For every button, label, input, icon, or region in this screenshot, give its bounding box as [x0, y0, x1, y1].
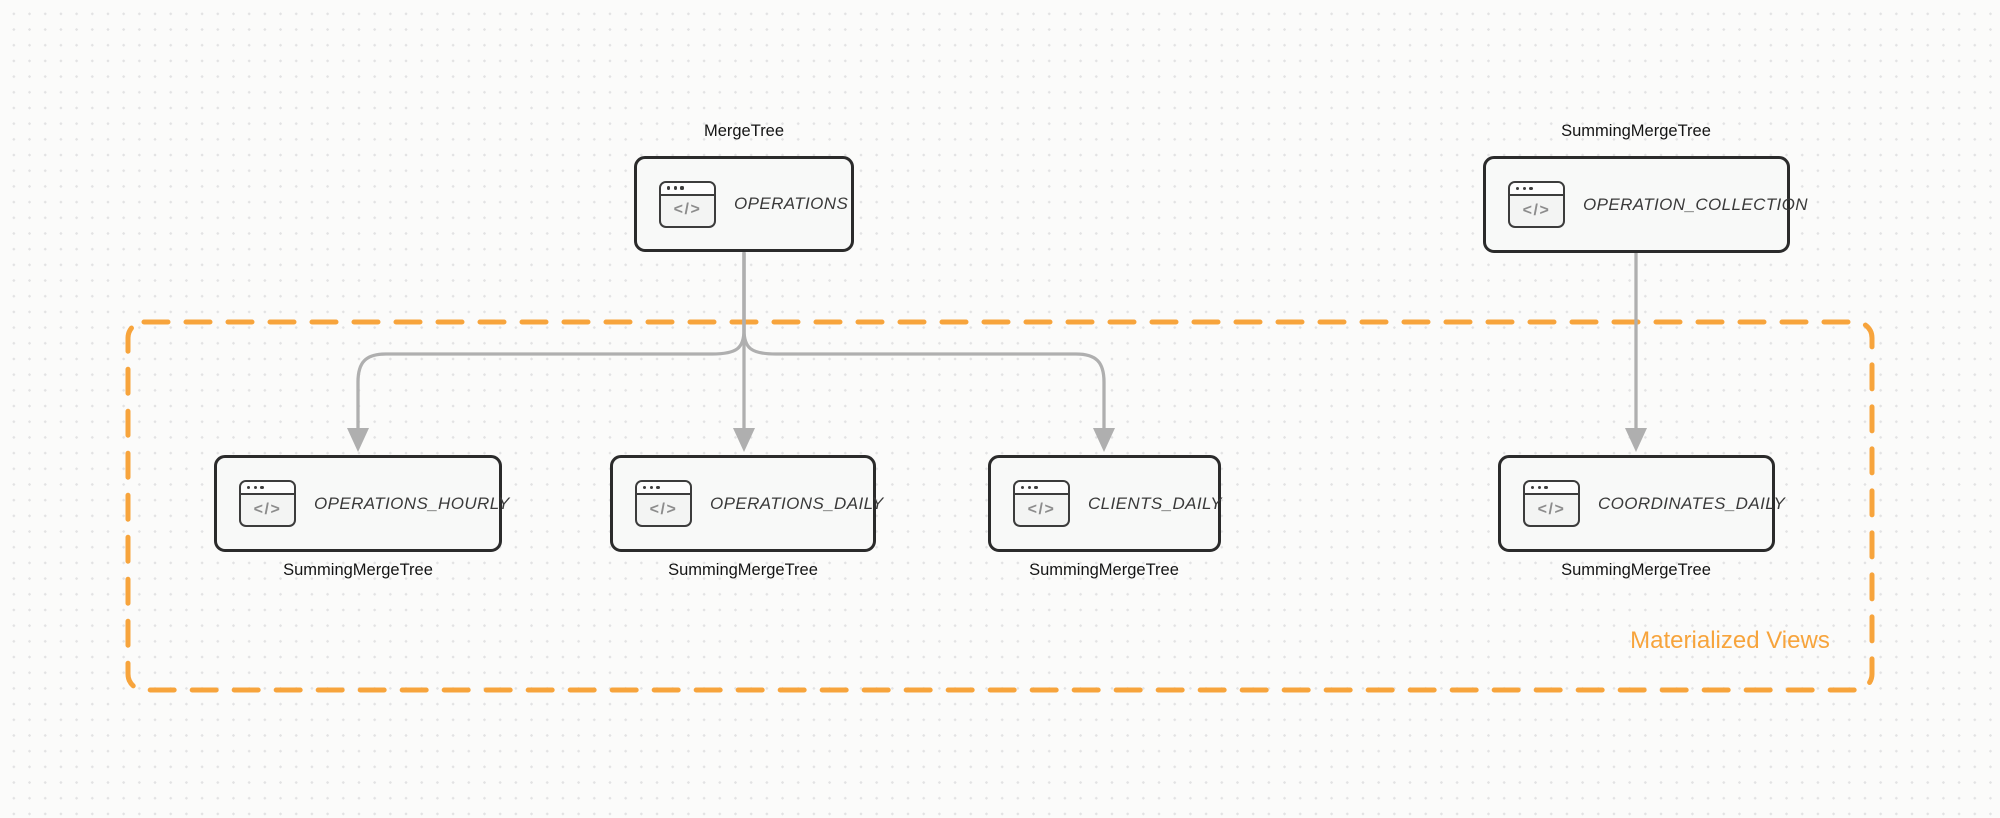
- code-glyph: </>: [673, 201, 702, 218]
- code-glyph: </>: [1537, 500, 1566, 518]
- node-clients-daily[interactable]: </> CLIENTS_DAILY: [988, 455, 1223, 552]
- node-coordinates-daily[interactable]: </> COORDINATES_DAILY: [1498, 455, 1785, 552]
- window-dot: [680, 186, 684, 190]
- engine-label-coordinates-daily: SummingMergeTree: [1561, 561, 1711, 579]
- node-title: OPERATIONS: [734, 194, 849, 213]
- code-window-icon: </>: [635, 480, 692, 527]
- window-dot: [247, 485, 251, 490]
- window-dot: [1544, 485, 1548, 490]
- node-operations-hourly[interactable]: </> OPERATIONS_HOURLY: [214, 455, 509, 552]
- code-glyph: </>: [649, 500, 678, 518]
- materialized-views-region-border: [125, 319, 1875, 693]
- window-dot: [1516, 186, 1520, 191]
- window-bar: [637, 482, 690, 495]
- window-dot: [1034, 485, 1038, 490]
- window-dot: [649, 485, 653, 490]
- node-title: CLIENTS_DAILY: [1088, 493, 1223, 513]
- engine-label-clients-daily: SummingMergeTree: [1029, 561, 1179, 579]
- node-operations-daily[interactable]: </> OPERATIONS_DAILY: [610, 455, 883, 552]
- engine-label-operations-hourly: SummingMergeTree: [283, 561, 433, 579]
- node-operations[interactable]: </> OPERATIONS: [634, 156, 854, 252]
- window-dot: [1529, 186, 1533, 191]
- node-title: OPERATIONS_HOURLY: [314, 493, 510, 513]
- code-window-icon: </>: [239, 480, 296, 527]
- window-bar: [1015, 482, 1068, 495]
- window-dot: [1531, 485, 1535, 490]
- window-dot: [260, 485, 264, 490]
- node-title: COORDINATES_DAILY: [1598, 493, 1786, 513]
- window-dot: [1021, 485, 1025, 490]
- window-dot: [253, 485, 257, 490]
- code-window-icon: </>: [1013, 480, 1070, 527]
- code-glyph: </>: [1522, 201, 1551, 219]
- code-glyph: </>: [253, 500, 282, 518]
- engine-label-operations-daily: SummingMergeTree: [668, 561, 818, 579]
- edge-operations-to-operations-hourly: [347, 251, 746, 452]
- window-dot: [673, 186, 677, 190]
- window-dot: [1027, 485, 1031, 490]
- window-dot: [1537, 485, 1541, 490]
- engine-label-operations: MergeTree: [703, 122, 785, 140]
- window-bar: [661, 182, 714, 196]
- window-bar: [1510, 183, 1563, 196]
- engine-label-operation-collection: SummingMergeTree: [1561, 122, 1711, 140]
- window-dot: [667, 186, 671, 190]
- code-window-icon: </>: [1508, 181, 1565, 228]
- edge-operation-collection-to-clients-daily: [742, 251, 1115, 452]
- window-bar: [1525, 482, 1578, 495]
- code-window-icon: </>: [659, 180, 716, 228]
- code-window-icon: </>: [1523, 480, 1580, 527]
- window-bar: [241, 482, 294, 495]
- code-glyph: </>: [1027, 500, 1056, 518]
- materialized-views-region-label: Materialized Views: [1630, 627, 1830, 654]
- window-dot: [656, 485, 660, 490]
- window-dot: [643, 485, 647, 490]
- node-title: OPERATIONS_DAILY: [710, 493, 884, 513]
- node-title: OPERATION_COLLECTION: [1583, 194, 1808, 214]
- node-operation-collection[interactable]: </> OPERATION_COLLECTION: [1483, 156, 1808, 253]
- window-dot: [1522, 186, 1526, 191]
